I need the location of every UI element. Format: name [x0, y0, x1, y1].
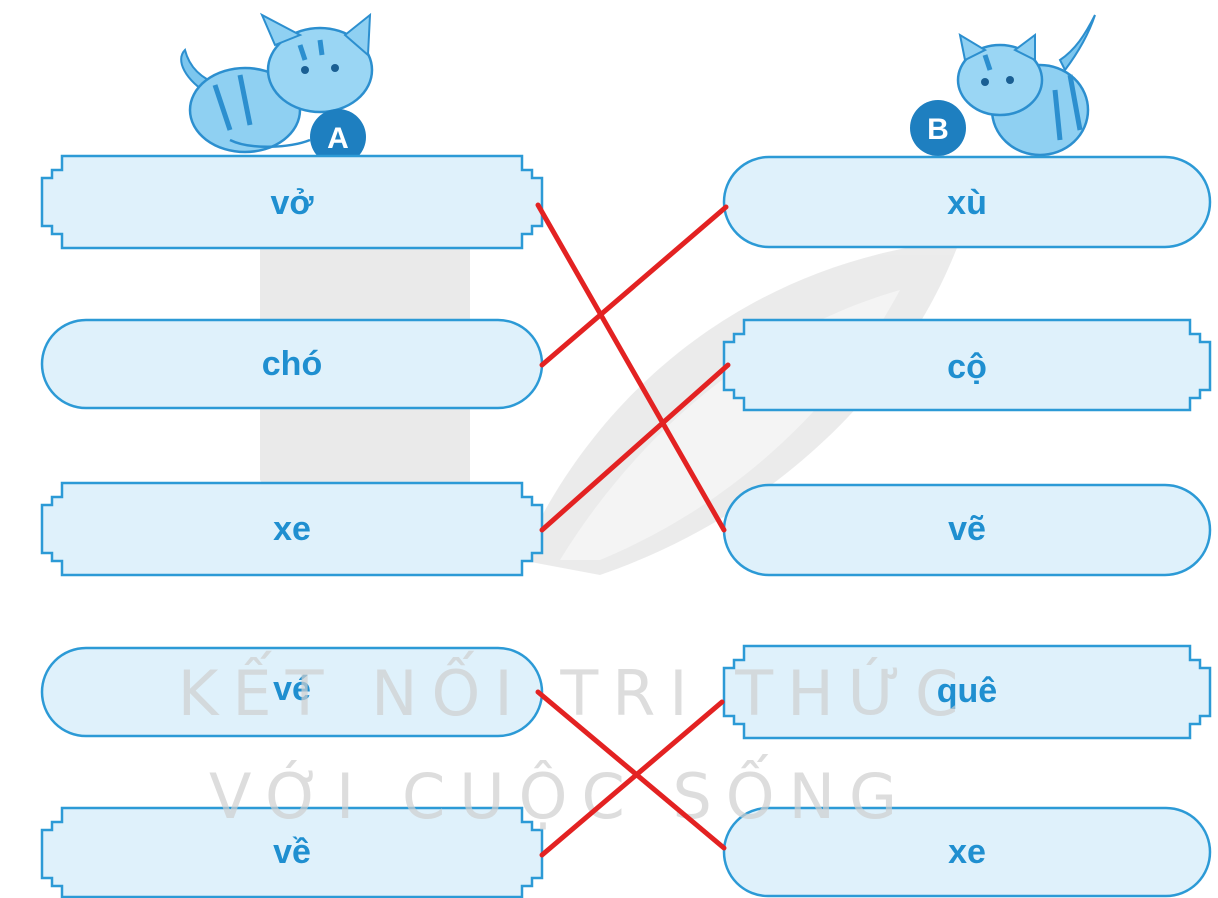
cat-a-ear-left	[259, 12, 303, 47]
left-item-3-box	[40, 481, 544, 577]
right-item-1-text: xù	[947, 184, 987, 222]
badge-b-letter: B	[927, 113, 949, 146]
right-item-5-box	[722, 806, 1212, 898]
connector-cho-xu	[539, 204, 729, 368]
badge-a: A	[310, 109, 366, 165]
cat-a-paw	[229, 138, 311, 148]
right-item-2-box	[722, 318, 1212, 412]
left-item-5[interactable]: về	[40, 806, 544, 898]
cat-a-ear-right	[343, 12, 372, 58]
cat-b-eye-right	[1006, 76, 1014, 84]
right-item-2-text: cộ	[947, 348, 987, 386]
left-item-4[interactable]: vé	[40, 646, 544, 738]
connector-xe-co	[539, 362, 731, 533]
cat-b-ear-left	[958, 32, 988, 62]
right-item-4[interactable]: quê	[722, 644, 1212, 740]
cat-b-head	[956, 43, 1044, 117]
watermark-line-1: KẾT NỐI TRI THỨC	[178, 650, 973, 730]
left-item-3[interactable]: xe	[40, 481, 544, 577]
cat-b-ear-right	[1013, 33, 1036, 62]
right-item-4-box	[722, 644, 1212, 740]
cat-b-eye-left	[981, 78, 989, 86]
right-item-1-box	[722, 155, 1212, 249]
cat-a-eye-left	[301, 66, 309, 74]
left-item-1-box	[40, 154, 544, 250]
left-item-5-box	[40, 806, 544, 898]
right-item-4-text: quê	[937, 672, 997, 710]
connector-ve-xe	[535, 689, 727, 851]
badge-a-circle	[310, 109, 366, 165]
right-item-2[interactable]: cộ	[722, 318, 1212, 412]
cat-b-stripes	[982, 54, 1083, 141]
right-item-3-text: vẽ	[948, 510, 986, 548]
left-item-4-text: vé	[273, 670, 311, 708]
left-item-3-text: xe	[273, 510, 311, 548]
left-item-2-text: chó	[262, 345, 322, 383]
cat-b-tail	[1058, 14, 1096, 72]
watermark-line-2: VỚI CUỘC SỐNG	[209, 754, 911, 833]
cat-a-eye-right	[331, 64, 339, 72]
left-item-1-text: vở	[270, 184, 314, 222]
right-item-3[interactable]: vẽ	[722, 483, 1212, 577]
cat-a-stripes	[212, 39, 325, 131]
connector-vo-ve	[535, 202, 727, 533]
badge-b-circle	[910, 100, 966, 156]
left-item-4-box	[40, 646, 544, 738]
right-item-5[interactable]: xe	[722, 806, 1212, 898]
left-item-5-text: về	[273, 833, 311, 871]
badge-a-letter: A	[327, 122, 349, 155]
left-item-2[interactable]: chó	[40, 318, 544, 410]
cat-a-illustration	[180, 12, 374, 154]
left-item-1[interactable]: vở	[40, 154, 544, 250]
right-item-5-text: xe	[948, 833, 986, 871]
connectors	[535, 202, 731, 858]
right-item-1[interactable]: xù	[722, 155, 1212, 249]
connector-ve2-que	[539, 699, 725, 858]
badge-b: B	[910, 100, 966, 156]
cat-b-illustration	[956, 14, 1096, 157]
cat-a-head	[266, 26, 374, 114]
